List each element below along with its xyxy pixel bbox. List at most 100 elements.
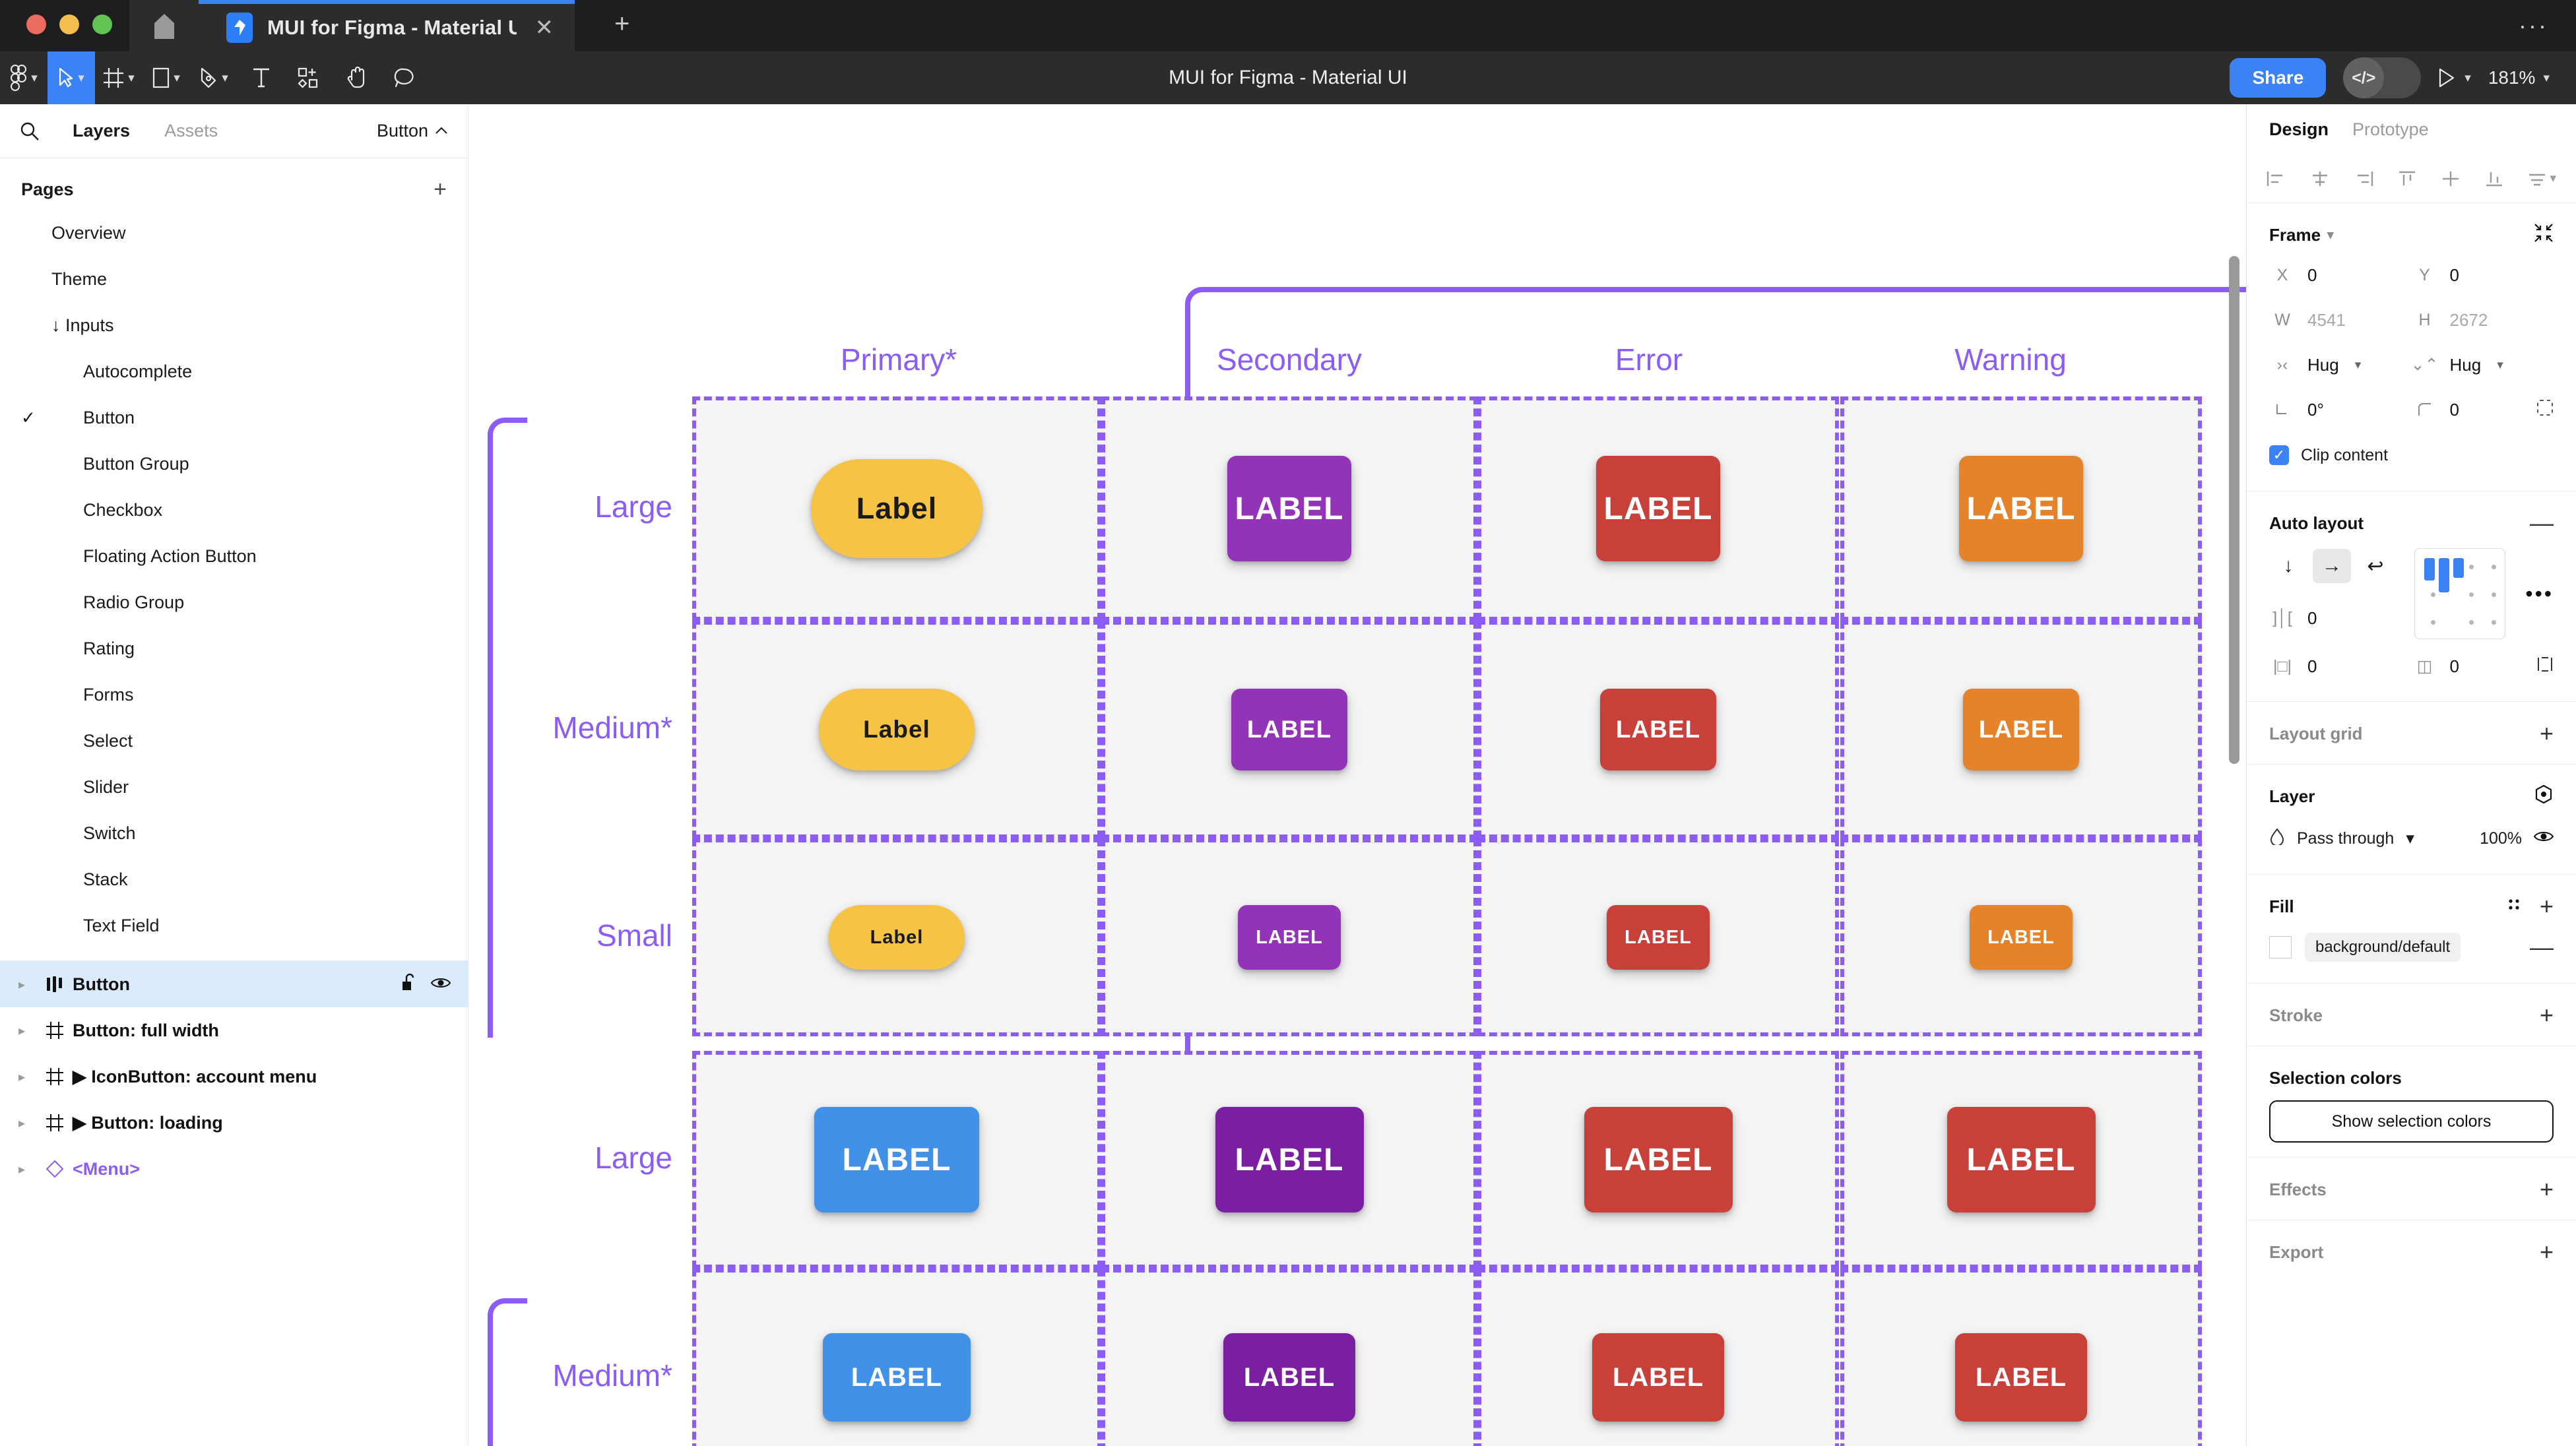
layer-row[interactable]: ▸▶ IconButton: account menu (0, 1053, 468, 1100)
figma-menu-icon[interactable]: ▾ (0, 51, 48, 104)
field-vertical-padding[interactable]: ◫ 0 (2412, 646, 2554, 687)
chevron-right-icon[interactable]: ▸ (7, 1069, 37, 1085)
material-button[interactable]: LABEL (814, 1107, 979, 1212)
material-button[interactable]: Label (811, 459, 982, 558)
material-button[interactable]: LABEL (1596, 456, 1720, 561)
auto-layout-more-button[interactable]: ••• (2525, 582, 2554, 606)
layer-settings-icon[interactable] (2534, 784, 2554, 809)
page-item-floating-action-button[interactable]: Floating Action Button (0, 533, 468, 579)
material-button[interactable]: LABEL (1231, 689, 1347, 770)
material-button[interactable]: Label (829, 905, 965, 970)
distribute-icon[interactable]: ▾ (2527, 170, 2556, 187)
unlock-icon[interactable] (402, 974, 416, 995)
chevron-right-icon[interactable]: ▸ (7, 976, 37, 993)
page-item-radio-group[interactable]: Radio Group (0, 579, 468, 625)
material-button[interactable]: LABEL (1227, 456, 1351, 561)
field-gap[interactable]: ]│[ 0 (2269, 598, 2395, 639)
align-left-icon[interactable] (2267, 170, 2286, 187)
layer-row[interactable]: ▸<Menu> (0, 1146, 468, 1192)
align-top-icon[interactable] (2397, 170, 2417, 187)
align-vertical-center-icon[interactable] (2441, 170, 2461, 187)
page-item-stack[interactable]: Stack (0, 856, 468, 902)
canvas-scrollbar[interactable] (2229, 256, 2239, 764)
close-window-button[interactable] (26, 15, 46, 34)
material-button[interactable]: LABEL (1963, 689, 2079, 770)
component-selector[interactable]: Button (377, 121, 448, 141)
page-item-rating[interactable]: Rating (0, 625, 468, 672)
clip-content-row[interactable]: ✓ Clip content (2269, 434, 2554, 476)
page-item-checkbox[interactable]: Checkbox (0, 487, 468, 533)
layer-row[interactable]: ▸▶ Button: loading (0, 1100, 468, 1146)
show-selection-colors-button[interactable]: Show selection colors (2269, 1100, 2554, 1143)
page-item-theme[interactable]: Theme (0, 256, 468, 302)
add-fill-button[interactable]: + (2540, 895, 2554, 918)
page-item-text-field[interactable]: Text Field (0, 902, 468, 949)
page-item-overview[interactable]: Overview (0, 210, 468, 256)
eye-icon[interactable] (2534, 829, 2554, 848)
page-item-select[interactable]: Select (0, 718, 468, 764)
shape-tool-icon[interactable]: ▾ (143, 51, 190, 104)
browser-tab[interactable]: MUI for Figma - Material UI ✕ (199, 0, 575, 51)
chevron-right-icon[interactable]: ▸ (7, 1115, 37, 1131)
column-header-primary[interactable]: Primary* (734, 342, 1064, 377)
tab-layers[interactable]: Layers (55, 121, 147, 141)
fill-token-label[interactable]: background/default (2305, 933, 2461, 962)
remove-fill-button[interactable]: — (2530, 935, 2554, 959)
comment-tool-icon[interactable] (380, 51, 428, 104)
row-label-medium[interactable]: Medium* (501, 1358, 672, 1393)
material-button[interactable]: LABEL (1959, 456, 2083, 561)
move-tool-icon[interactable]: ▾ (48, 51, 95, 104)
align-bottom-icon[interactable] (2484, 170, 2504, 187)
chevron-right-icon[interactable]: ▸ (7, 1022, 37, 1039)
minimize-window-button[interactable] (59, 15, 79, 34)
page-item-forms[interactable]: Forms (0, 672, 468, 718)
layout-direction-vertical-icon[interactable]: ↓ (2269, 549, 2307, 583)
row-label-large[interactable]: Large (501, 489, 672, 524)
add-export-button[interactable]: + (2540, 1240, 2554, 1264)
material-button[interactable]: LABEL (1947, 1107, 2096, 1212)
material-button[interactable]: LABEL (1970, 905, 2073, 970)
resources-tool-icon[interactable] (285, 51, 333, 104)
layer-opacity-value[interactable]: 100% (2480, 829, 2522, 848)
row-label-small[interactable]: Small (501, 918, 672, 953)
page-item-switch[interactable]: Switch (0, 810, 468, 856)
material-button[interactable]: LABEL (1584, 1107, 1733, 1212)
page-item-slider[interactable]: Slider (0, 764, 468, 810)
material-button[interactable]: LABEL (1592, 1333, 1724, 1422)
home-button[interactable] (129, 0, 199, 51)
fill-color-swatch[interactable] (2269, 936, 2292, 959)
layout-direction-horizontal-icon[interactable]: → (2313, 549, 2351, 583)
resize-to-fit-icon[interactable] (2534, 223, 2554, 247)
dev-mode-toggle[interactable]: </> (2343, 57, 2421, 98)
layout-wrap-icon[interactable]: ↩ (2356, 549, 2395, 583)
field-corner-radius[interactable]: 0 (2412, 389, 2554, 430)
frame-tool-icon[interactable]: ▾ (95, 51, 143, 104)
field-rotation[interactable]: 0° (2269, 389, 2412, 430)
window-menu-icon[interactable]: ··· (2519, 12, 2548, 40)
add-stroke-button[interactable]: + (2540, 1003, 2554, 1027)
pen-tool-icon[interactable]: ▾ (190, 51, 238, 104)
column-header-warning[interactable]: Warning (1846, 342, 2175, 377)
field-x[interactable]: X 0 (2269, 255, 2412, 296)
close-icon[interactable]: ✕ (531, 16, 558, 39)
material-button[interactable]: LABEL (1215, 1107, 1364, 1212)
clip-content-checkbox[interactable]: ✓ (2269, 445, 2289, 465)
independent-corners-icon[interactable] (2536, 399, 2554, 421)
material-button[interactable]: LABEL (1955, 1333, 2087, 1422)
tab-prototype[interactable]: Prototype (2352, 119, 2429, 140)
blend-mode-value[interactable]: Pass through (2297, 829, 2394, 848)
material-button[interactable]: LABEL (1607, 905, 1710, 970)
column-header-error[interactable]: Error (1484, 342, 1814, 377)
page-item-autocomplete[interactable]: Autocomplete (0, 348, 468, 394)
eye-icon[interactable] (431, 974, 451, 995)
material-button[interactable]: LABEL (823, 1333, 971, 1422)
chevron-right-icon[interactable]: ▸ (7, 1161, 37, 1178)
align-horizontal-center-icon[interactable] (2310, 170, 2330, 187)
material-button[interactable]: LABEL (1238, 905, 1341, 970)
new-tab-button[interactable]: + (575, 11, 660, 51)
field-hug-height[interactable]: ⌄⌃ Hug ▾ (2412, 344, 2554, 385)
add-layout-grid-button[interactable]: + (2540, 722, 2554, 745)
present-button[interactable]: ▾ (2438, 68, 2471, 88)
search-icon[interactable] (20, 121, 55, 141)
material-button[interactable]: Label (819, 689, 975, 770)
